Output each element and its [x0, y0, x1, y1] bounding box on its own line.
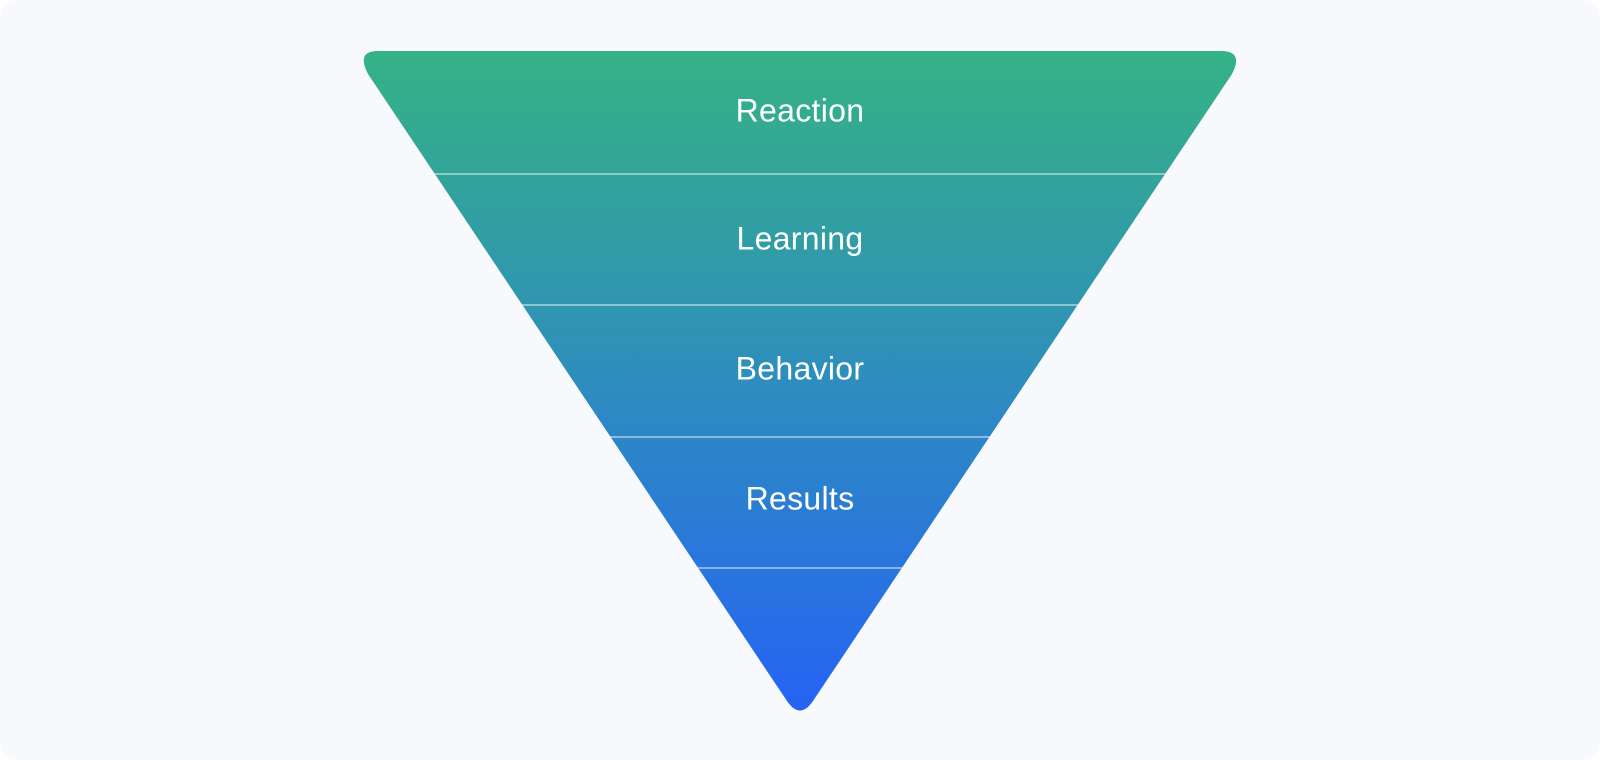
level-label-reaction: Reaction — [736, 92, 865, 128]
level-label-results: Results — [746, 480, 855, 516]
level-label-behavior: Behavior — [736, 350, 865, 386]
pyramid-shape — [363, 51, 1237, 711]
level-label-learning: Learning — [737, 220, 864, 256]
